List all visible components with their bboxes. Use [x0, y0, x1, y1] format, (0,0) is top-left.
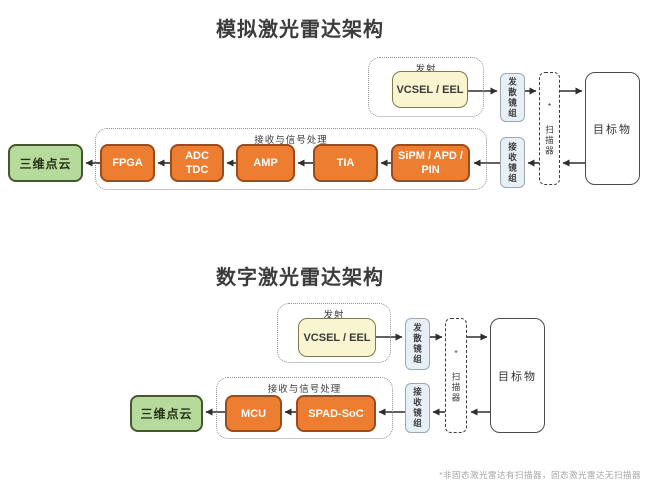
analog-receive-group: 接收与信号处理 [95, 128, 487, 190]
analog-receive-lens-node: 接收镜组 [500, 137, 525, 188]
analog-transmit-group: 发射 [368, 57, 484, 117]
analog-adc-tdc-node: ADC TDC [170, 144, 224, 182]
analog-tia-node: TIA [313, 144, 378, 182]
analog-fpga-node: FPGA [100, 144, 155, 182]
digital-receive-group: 接收与信号处理 [216, 377, 393, 439]
digital-diagram-title: 数字激光雷达架构 [216, 267, 384, 289]
analog-point-cloud-node: 三维点云 [8, 144, 83, 182]
digital-transmit-lens-node: 发散镜组 [405, 318, 430, 370]
digital-emitter-node: VCSEL / EEL [298, 318, 376, 357]
digital-receive-group-label: 接收与信号处理 [267, 384, 342, 395]
analog-detector-node: SiPM / APD / PIN [391, 144, 470, 182]
digital-scanner-node: * 扫描器 [445, 318, 467, 433]
analog-amp-node: AMP [236, 144, 295, 182]
analog-emitter-node: VCSEL / EEL [392, 71, 468, 108]
analog-diagram-title: 模拟激光雷达架构 [216, 19, 384, 41]
digital-transmit-group-label: 发射 [323, 310, 345, 321]
digital-mcu-node: MCU [225, 395, 282, 432]
analog-target-node: 目标物 [585, 72, 640, 185]
scanner-footnote: *非固态激光雷达有扫描器，固态激光雷达无扫描器 [439, 470, 641, 480]
digital-receive-lens-node: 接收镜组 [405, 383, 430, 433]
digital-transmit-group: 发射 [277, 303, 391, 363]
analog-receive-group-label: 接收与信号处理 [254, 135, 328, 146]
analog-scanner-node: * 扫描器 [539, 72, 560, 185]
digital-spad-soc-node: SPAD-SoC [296, 395, 376, 432]
analog-transmit-lens-node: 发散镜组 [500, 73, 525, 122]
digital-point-cloud-node: 三维点云 [130, 395, 203, 432]
digital-target-node: 目标物 [490, 318, 545, 433]
analog-transmit-group-label: 发射 [415, 64, 437, 75]
